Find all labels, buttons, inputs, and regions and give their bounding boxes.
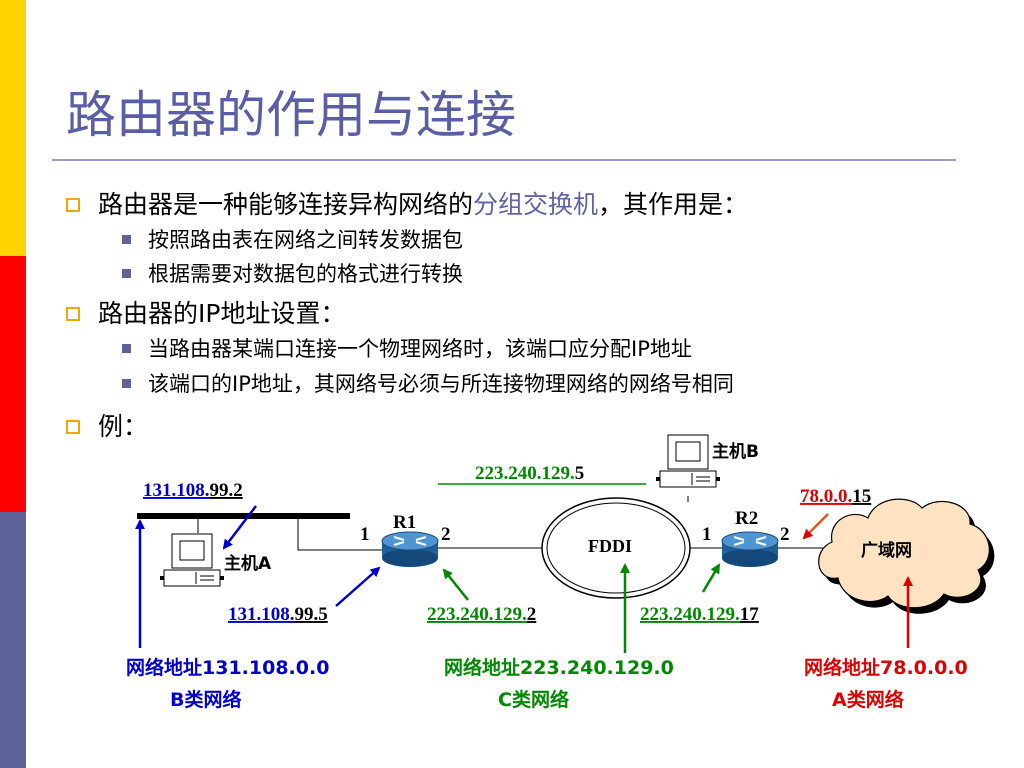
r2-port1-ip-host: 17 — [740, 604, 760, 625]
r1-name: R1 — [393, 512, 416, 533]
host-a-computer-icon — [160, 533, 224, 587]
r1-port1-label: 1 — [360, 524, 370, 545]
page-title: 路由器的作用与连接 — [66, 86, 516, 144]
bullet-marker — [66, 307, 80, 321]
arrow-host-a-ip — [222, 505, 257, 550]
sub-bullet-marker — [122, 235, 131, 244]
host-a-ip-label: 131.108.99.2 — [143, 480, 243, 501]
host-a-ip-net: 131.108. — [143, 480, 210, 501]
bullet-1-text: 路由器是一种能够连接异构网络的 — [98, 190, 474, 219]
bullet-1-accent: 分组交换机 — [473, 190, 599, 219]
bullet-1-sub-1: 按照路由表在网络之间转发数据包 — [122, 225, 463, 255]
sub-bullet-text: 按照路由表在网络之间转发数据包 — [148, 228, 463, 252]
host-b-computer-icon — [656, 434, 720, 488]
r1-port2-ip-label: 223.240.129.2 — [427, 604, 536, 625]
r1-port1-ip-host: 99.5 — [295, 604, 328, 625]
router-r2-icon — [721, 531, 779, 567]
arrow-r1-port2-ip — [442, 568, 469, 601]
bullet-3: 例： — [66, 410, 148, 444]
host-a-ip-host: 99.2 — [210, 480, 243, 501]
host-b-ip-net: 223.240.129. — [475, 463, 575, 484]
router-r1-icon — [381, 531, 439, 567]
bullet-marker — [66, 420, 80, 434]
bullet-marker — [66, 198, 80, 212]
arrow-r2-port2-ip — [802, 513, 829, 540]
r2-port2-ip-label: 78.0.0.15 — [800, 486, 871, 507]
net-b-caption-2: B类网络 — [170, 688, 241, 711]
sub-bullet-marker — [122, 344, 131, 353]
bus-r1-link — [297, 516, 384, 551]
r1-port1-ip-net: 131.108. — [228, 604, 295, 625]
fddi-label: FDDI — [588, 536, 632, 556]
sidebar-yellow — [0, 0, 26, 256]
net-c-caption-1: 网络地址223.240.129.0 — [444, 656, 674, 679]
bullet-2-text: 路由器的IP地址设置： — [98, 299, 346, 328]
sidebar-red — [0, 256, 26, 512]
host-b-label: 主机B — [712, 441, 759, 462]
bullet-1-tail: ，其作用是： — [598, 190, 749, 219]
net-b-caption-1: 网络地址131.108.0.0 — [126, 656, 329, 679]
wan-label: 广域网 — [861, 540, 912, 561]
bullet-2: 路由器的IP地址设置： — [66, 297, 345, 331]
r2-port2-ip-host: 15 — [852, 486, 871, 507]
r1-port2-label: 2 — [441, 524, 451, 545]
sidebar-stripe — [0, 0, 26, 768]
r1-port2-ip-net: 223.240.129. — [427, 604, 527, 625]
arrow-r2-port1-ip — [701, 563, 721, 593]
r2-name: R2 — [735, 508, 758, 529]
sidebar-purple — [0, 512, 26, 768]
sub-bullet-text: 根据需要对数据包的格式进行转换 — [148, 262, 463, 286]
sub-bullet-marker — [122, 269, 131, 278]
host-b-ip-label: 223.240.129.5 — [475, 463, 584, 484]
arrow-r1-port1-ip — [335, 566, 381, 607]
sub-bullet-text: 该端口的IP地址，其网络号必须与所连接物理网络的网络号相同 — [148, 372, 734, 396]
sub-bullet-text: 当路由器某端口连接一个物理网络时，该端口应分配IP地址 — [148, 337, 692, 361]
bullet-1: 路由器是一种能够连接异构网络的分组交换机，其作用是： — [66, 188, 748, 222]
r2-port2-label: 2 — [780, 524, 790, 545]
sub-bullet-marker — [122, 379, 131, 388]
r1-port1-ip-label: 131.108.99.5 — [228, 604, 328, 625]
host-a-label: 主机A — [224, 553, 272, 574]
bullet-3-text: 例： — [98, 412, 149, 441]
r2-port2-ip-net: 78.0.0. — [800, 486, 852, 507]
net-a-caption-1: 网络地址78.0.0.0 — [804, 656, 968, 679]
r2-port1-ip-net: 223.240.129. — [640, 604, 740, 625]
r2-port1-label: 1 — [702, 524, 712, 545]
wan-cloud-icon — [818, 498, 995, 614]
r2-port1-ip-label: 223.240.129.17 — [640, 604, 759, 625]
r1-port2-ip-host: 2 — [527, 604, 537, 625]
bullet-1-sub-2: 根据需要对数据包的格式进行转换 — [122, 259, 463, 289]
net-a-caption-2: A类网络 — [832, 688, 904, 711]
bullet-2-sub-1: 当路由器某端口连接一个物理网络时，该端口应分配IP地址 — [122, 334, 692, 364]
title-divider — [52, 159, 956, 161]
bullet-2-sub-2: 该端口的IP地址，其网络号必须与所连接物理网络的网络号相同 — [122, 369, 734, 399]
net-c-caption-2: C类网络 — [498, 688, 569, 711]
host-b-ip-host: 5 — [575, 463, 585, 484]
fddi-ring — [541, 497, 691, 599]
